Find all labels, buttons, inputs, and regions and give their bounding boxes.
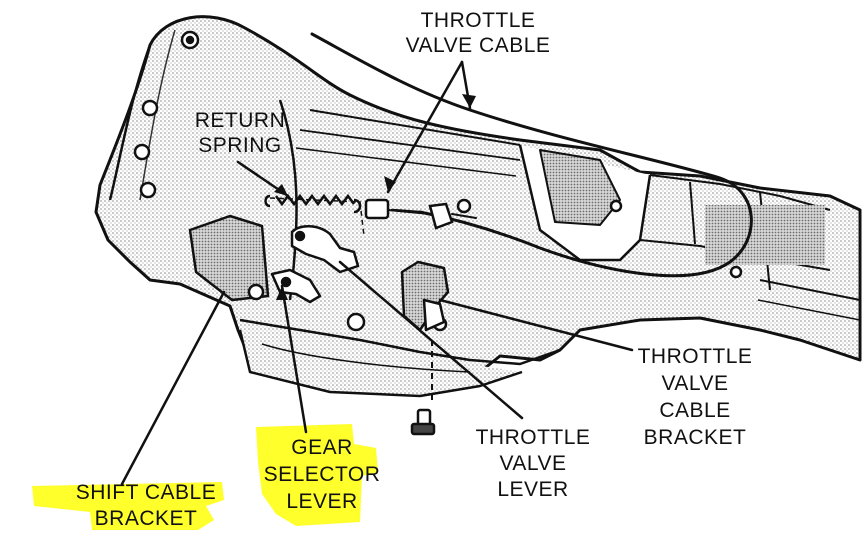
leader-shift-cable-bracket bbox=[120, 290, 226, 486]
return-spring-label: RETURN SPRING bbox=[180, 108, 300, 158]
leader-arrowheads bbox=[274, 94, 476, 300]
gear-selector-lever-label: GEAR SELECTOR LEVER bbox=[252, 434, 392, 515]
shift-cable-bracket-label-line-1: SHIFT CABLE bbox=[75, 481, 217, 504]
throttle-valve-cable-bracket-label-line-1: THROTTLE bbox=[637, 345, 753, 368]
throttle-valve-cable-bracket-label: THROTTLE VALVE CABLE BRACKET bbox=[620, 343, 770, 451]
highlight-marks bbox=[32, 424, 378, 530]
leader-throttle-valve-lever bbox=[338, 260, 524, 420]
leader-throttle-valve-cable-bracket bbox=[438, 298, 634, 352]
drop-bolt bbox=[410, 340, 436, 436]
throttle-valve-lever-label-line-2: VALVE bbox=[499, 452, 567, 475]
return-spring-label-line-2: SPRING bbox=[198, 134, 282, 157]
leader-throttle-valve-cable-a bbox=[386, 60, 464, 194]
throttle-valve-lever-label-line-3: LEVER bbox=[497, 478, 569, 501]
highlight-gear-selector-lever bbox=[256, 424, 378, 526]
throttle-valve-cable-label: THROTTLE VALVE CABLE bbox=[398, 8, 558, 58]
highlight-shift-cable-bracket bbox=[32, 482, 224, 530]
throttle-valve-cable-bracket-label-line-3: CABLE bbox=[659, 399, 731, 422]
throttle-valve-cable-bracket-label-line-4: BRACKET bbox=[643, 426, 747, 449]
throttle-valve-lever-label: THROTTLE VALVE LEVER bbox=[458, 425, 608, 503]
shift-cable-bracket-label-line-2: BRACKET bbox=[94, 507, 198, 530]
return-spring bbox=[264, 193, 362, 214]
throttle-valve-cable bbox=[310, 32, 753, 278]
throttle-valve-cable-bracket-label-line-2: VALVE bbox=[661, 372, 729, 395]
gear-selector-lever-label-line-1: GEAR bbox=[291, 436, 353, 459]
throttle-valve-lever-part bbox=[290, 225, 360, 274]
transmission-housing bbox=[94, 15, 862, 398]
throttle-valve-cable-label-line-1: THROTTLE bbox=[420, 9, 536, 32]
throttle-valve-lever-label-line-1: THROTTLE bbox=[475, 426, 591, 449]
leader-gear-selector-lever bbox=[280, 284, 308, 434]
leader-lines bbox=[120, 60, 634, 486]
shift-cable-bracket-label: SHIFT CABLE BRACKET bbox=[56, 480, 236, 532]
gear-selector-lever-label-line-2: SELECTOR bbox=[263, 463, 381, 486]
gear-selector-lever-label-line-3: LEVER bbox=[286, 490, 358, 513]
throttle-valve-cable-label-line-2: VALVE CABLE bbox=[405, 34, 551, 57]
levers bbox=[270, 225, 450, 332]
return-spring-label-line-1: RETURN bbox=[194, 109, 286, 132]
